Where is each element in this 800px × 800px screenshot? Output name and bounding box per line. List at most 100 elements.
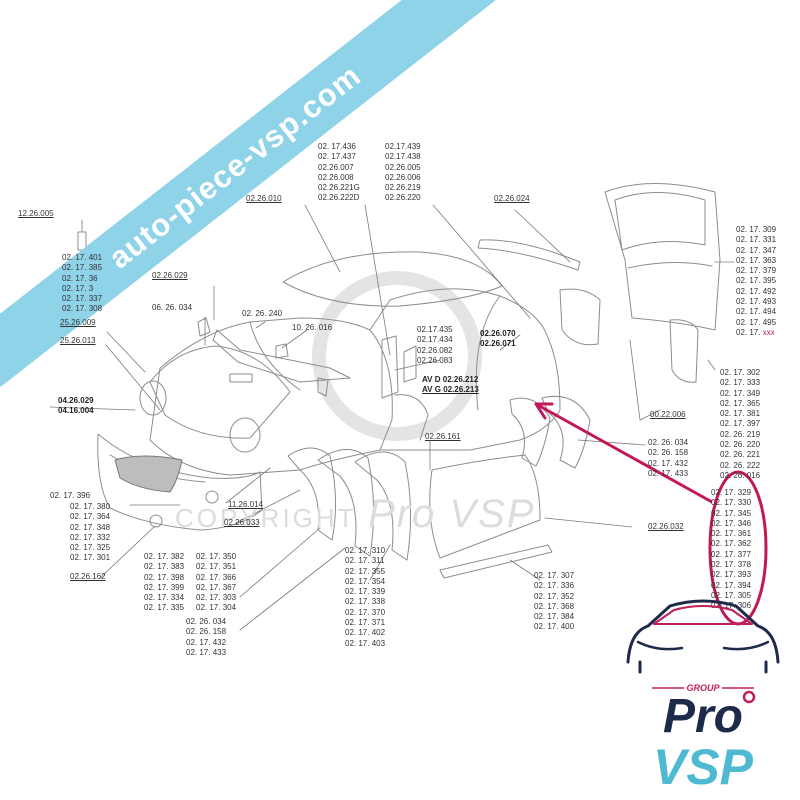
label-02-17-401-group-line-4: 02. 17. 3 <box>62 283 94 293</box>
label-02-17-302-group-line-1: 02. 17. 302 <box>720 368 761 377</box>
label-02-17-329-group-line-10: 02. 17. 394 <box>711 580 752 590</box>
label-02-17-439-group-line-2: 02.17.438 <box>385 152 421 162</box>
label-02-17-310-group-line-8: 02. 17. 371 <box>345 618 386 628</box>
label-25-26-009: 25.26.009 <box>60 318 96 328</box>
label-02-17-310-group-line-5: 02. 17. 339 <box>345 587 386 597</box>
label-12-26-005-line-1: 12.26.005 <box>18 209 54 218</box>
label-02-26-070-group-line-1: 02.26.070 <box>480 329 516 338</box>
label-11-26-014: 11.26.014 <box>228 500 263 510</box>
label-02-17-435-group-line-2: 02.17.434 <box>417 335 453 345</box>
label-02-17-396: 02. 17. 396 <box>50 491 90 501</box>
label-02-26-161: 02.26.161 <box>425 432 461 442</box>
label-02-17-382-group-line-6: 02. 17. 335 <box>144 603 185 613</box>
label-02-17-309-group-line-3: 02. 17. 347 <box>736 245 777 255</box>
hood-panel <box>149 345 291 439</box>
label-02-17-329-group-line-6: 02. 17. 362 <box>711 539 752 549</box>
label-12-26-005: 12.26.005 <box>18 209 54 219</box>
label-02-17-302-group-line-6: 02. 17. 397 <box>720 419 761 429</box>
side-sill <box>439 544 553 579</box>
label-02-17-350-group-line-4: 02. 17. 367 <box>196 582 237 592</box>
label-02-17-439-group-line-4: 02.26.006 <box>385 172 421 182</box>
label-02-17-309-group-line-5: 02. 17. 379 <box>736 266 777 276</box>
label-02-17-310-group-line-10: 02. 17. 403 <box>345 638 386 648</box>
label-02-17-380-group-line-3: 02. 17. 348 <box>70 522 111 532</box>
watermark-copyright: COPYRIGHT <box>175 503 357 533</box>
label-02-17-396-line-1: 02. 17. 396 <box>50 491 91 500</box>
label-02-17-436-group-line-3: 02.26.007 <box>318 162 354 172</box>
roof-panel <box>282 251 503 307</box>
label-02-26-162-line-1: 02.26.162 <box>70 572 106 581</box>
label-04-26-029-group-line-2: 04.16.004 <box>58 406 94 416</box>
label-02-26-034-right-group-line-4: 02. 17. 433 <box>648 468 689 478</box>
label-02-26-033-line-1: 02.26.033 <box>224 518 260 527</box>
label-02-26-070-group-line-2: 02.26.071 <box>480 339 516 349</box>
label-02-26-033: 02.26.033 <box>224 518 260 528</box>
label-02-26-034-right-group-line-3: 02. 17. 432 <box>648 458 689 468</box>
label-02-17-302-group-line-4: 02. 17. 365 <box>720 398 761 408</box>
label-02-17-307-group-line-6: 02. 17. 400 <box>534 622 575 632</box>
tailgate <box>604 183 721 331</box>
label-02-26-032: 02.26.032 <box>648 522 684 532</box>
label-02-17-380-group-line-1: 02. 17. 380 <box>70 502 111 511</box>
label-av-d: AV D 02.26.212 <box>422 375 479 384</box>
label-02-17-382-group-line-4: 02. 17. 399 <box>144 582 185 592</box>
label-02-26-034-right-group-line-2: 02. 26. 158 <box>648 448 689 458</box>
front-wheel-arch-2 <box>317 449 375 557</box>
label-06-26-034-line-1: 06. 26. 034 <box>152 303 193 312</box>
label-02-17-436-group-line-4: 02.26.008 <box>318 172 354 182</box>
door-panel <box>429 454 541 559</box>
label-02-17-436-group-line-5: 02.26.221G <box>318 183 360 193</box>
label-02-26-240-line-1: 02. 26. 240 <box>242 309 283 318</box>
label-02-26-034-bottom-group-line-3: 02. 17. 432 <box>186 637 227 647</box>
label-02-17-439-group-line-3: 02.26.005 <box>385 162 421 172</box>
label-00-22-006-line-1: 00.22.006 <box>650 410 686 419</box>
label-25-26-009-line-1: 25.26.009 <box>60 318 96 327</box>
label-02-17-307-group-line-4: 02. 17. 368 <box>534 601 575 611</box>
label-02-17-401-group-line-2: 02. 17. 385 <box>62 263 103 273</box>
label-02-17-436-group-line-6: 02.26.222D <box>318 193 360 203</box>
label-10-26-016-line-1: 10. 26. 016 <box>292 323 333 332</box>
label-02-17-309-group-line-2: 02. 17. 331 <box>736 235 777 245</box>
label-02-17-382-group-line-5: 02. 17. 334 <box>144 593 185 603</box>
label-02-17-307-group-line-1: 02. 17. 307 <box>534 571 575 580</box>
label-02-17-380-group-line-5: 02. 17. 325 <box>70 543 111 553</box>
label-02-17-439-group-line-6: 02.26.220 <box>385 193 421 203</box>
label-02-17-382-group-line-1: 02. 17. 382 <box>144 552 185 561</box>
label-02-26-161-line-1: 02.26.161 <box>425 432 461 441</box>
roof-spoiler <box>477 239 581 271</box>
label-02-17-309-group-line-4: 02. 17. 363 <box>736 255 777 265</box>
label-02-17-329-group-line-3: 02. 17. 345 <box>711 508 752 518</box>
label-02-26-034-bottom-group-line-2: 02. 26. 158 <box>186 627 227 637</box>
rear-wheel-arch-2 <box>509 397 551 467</box>
label-02-26-034-bottom-group-line-4: 02. 17. 433 <box>186 647 227 657</box>
label-02-17-436-group-line-1: 02. 17.436 <box>318 142 356 151</box>
label-02-17-309-group-line-6: 02. 17. 395 <box>736 276 777 286</box>
label-02-17-310-group-line-4: 02. 17. 354 <box>345 576 386 586</box>
watermark-brand: Pro VSP <box>368 492 536 536</box>
label-02-17-401-group-line-1: 02. 17. 401 <box>62 253 103 262</box>
label-02-17-329-group-line-1: 02. 17. 329 <box>711 488 752 497</box>
label-04-26-029-group-line-1: 04.26.029 <box>58 396 94 405</box>
label-02-17-350-group-line-2: 02. 17. 351 <box>196 562 237 572</box>
front-wheel-arch-3 <box>354 451 412 561</box>
label-02-17-302-group-line-5: 02. 17. 381 <box>720 409 761 419</box>
label-02-26-010: 02.26.010 <box>246 194 282 204</box>
label-02-17-329-group-line-2: 02. 17. 330 <box>711 498 752 508</box>
car-body <box>149 288 561 476</box>
logo-group-text: GROUP <box>686 683 720 693</box>
label-11-26-014-line-1: 11.26.014 <box>228 500 263 509</box>
label-02-17-302-group-line-10: 02. 26. 222 <box>720 460 761 470</box>
label-02-17-310-group-line-1: 02. 17. 310 <box>345 546 386 555</box>
label-02-26-034-bottom-group-line-1: 02. 26. 034 <box>186 617 227 626</box>
label-02-17-439-group-line-1: 02.17.439 <box>385 142 421 151</box>
label-02-17-307-group-line-3: 02. 17. 352 <box>534 591 575 601</box>
